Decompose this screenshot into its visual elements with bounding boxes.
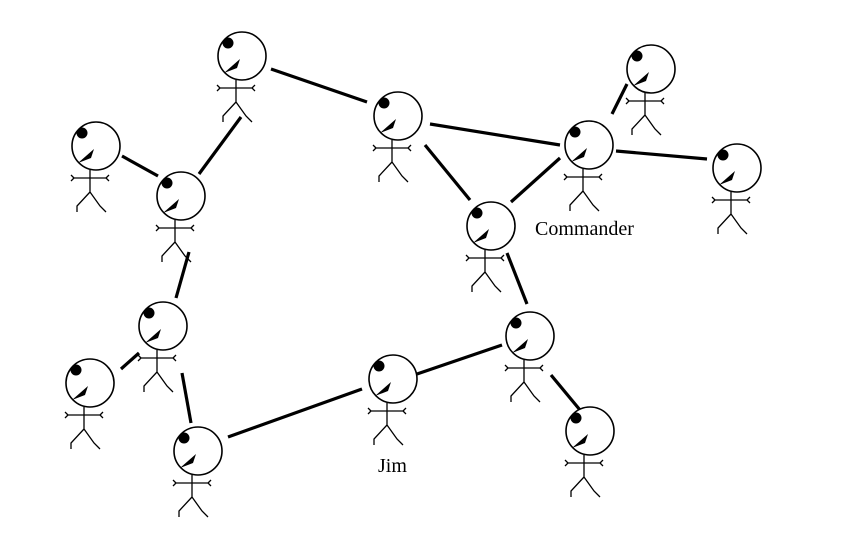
stick-body: [64, 407, 104, 450]
edge-n12-n13: [416, 343, 503, 376]
eye: [178, 432, 190, 444]
edge-n10-n11: [180, 372, 193, 424]
eye: [471, 207, 483, 219]
eye: [143, 307, 155, 319]
stick-body: [625, 93, 665, 136]
mouth: [180, 454, 196, 468]
stick-body: [372, 140, 412, 183]
mouth: [719, 171, 735, 185]
label-jim: Jim: [378, 455, 407, 477]
person-figure-n11: [172, 426, 223, 518]
edge-n13-n14: [549, 373, 582, 412]
eye: [631, 50, 643, 62]
person-figure-n10: [137, 301, 188, 393]
label-commander: Commander: [535, 218, 634, 240]
stick-body: [504, 360, 544, 403]
stick-body: [172, 475, 212, 518]
eye: [510, 317, 522, 329]
person-figure-n8: [155, 171, 206, 263]
mouth: [633, 72, 649, 86]
eye: [717, 149, 729, 161]
person-figure-n12: [367, 354, 418, 446]
eye: [222, 37, 234, 49]
edges-layer: [119, 67, 708, 439]
stick-body: [564, 455, 604, 498]
edge-n2-n6: [423, 143, 472, 202]
person-figure-n7: [70, 121, 121, 213]
edge-n7-n8: [121, 154, 159, 178]
stick-body: [70, 170, 110, 213]
edge-n11-n12: [227, 387, 363, 439]
eye: [161, 177, 173, 189]
mouth: [72, 386, 88, 400]
eye: [76, 127, 88, 139]
mouth: [380, 119, 396, 133]
edge-n8-n10: [174, 251, 191, 299]
mouth: [145, 329, 161, 343]
edge-n1-n8: [197, 116, 243, 175]
eye: [569, 126, 581, 138]
mouth: [78, 149, 94, 163]
labels-layer: Commander Jim: [378, 218, 634, 477]
stick-body: [216, 80, 256, 123]
edge-n4-n6: [509, 156, 562, 204]
mouth: [571, 148, 587, 162]
person-figure-n2: [372, 91, 423, 183]
person-figure-n1: [216, 31, 267, 123]
edge-n9-n10: [119, 351, 141, 371]
mouth: [224, 59, 240, 73]
eye: [378, 97, 390, 109]
edge-n3-n4: [610, 83, 629, 115]
edge-n13-n6: [505, 252, 529, 305]
person-figure-n14: [564, 406, 615, 498]
eye: [70, 364, 82, 376]
eye: [373, 360, 385, 372]
edge-n2-n4: [429, 122, 561, 147]
stick-body: [465, 250, 505, 293]
person-figure-n4: [563, 120, 614, 212]
mouth: [572, 434, 588, 448]
mouth: [375, 382, 391, 396]
eye: [570, 412, 582, 424]
person-figure-n13: [504, 311, 555, 403]
person-figure-n5: [711, 143, 762, 235]
nodes-layer: [64, 31, 762, 518]
mouth: [163, 199, 179, 213]
edge-n1-n2: [270, 67, 368, 104]
stick-body: [711, 192, 751, 235]
stick-body: [137, 350, 177, 393]
stick-body: [367, 403, 407, 446]
mouth: [512, 339, 528, 353]
person-figure-n3: [625, 44, 676, 136]
person-figure-n9: [64, 358, 115, 450]
person-figure-n6: [465, 201, 516, 293]
stick-body: [155, 220, 195, 263]
stick-body: [563, 169, 603, 212]
edge-n4-n5: [615, 149, 708, 161]
mouth: [473, 229, 489, 243]
